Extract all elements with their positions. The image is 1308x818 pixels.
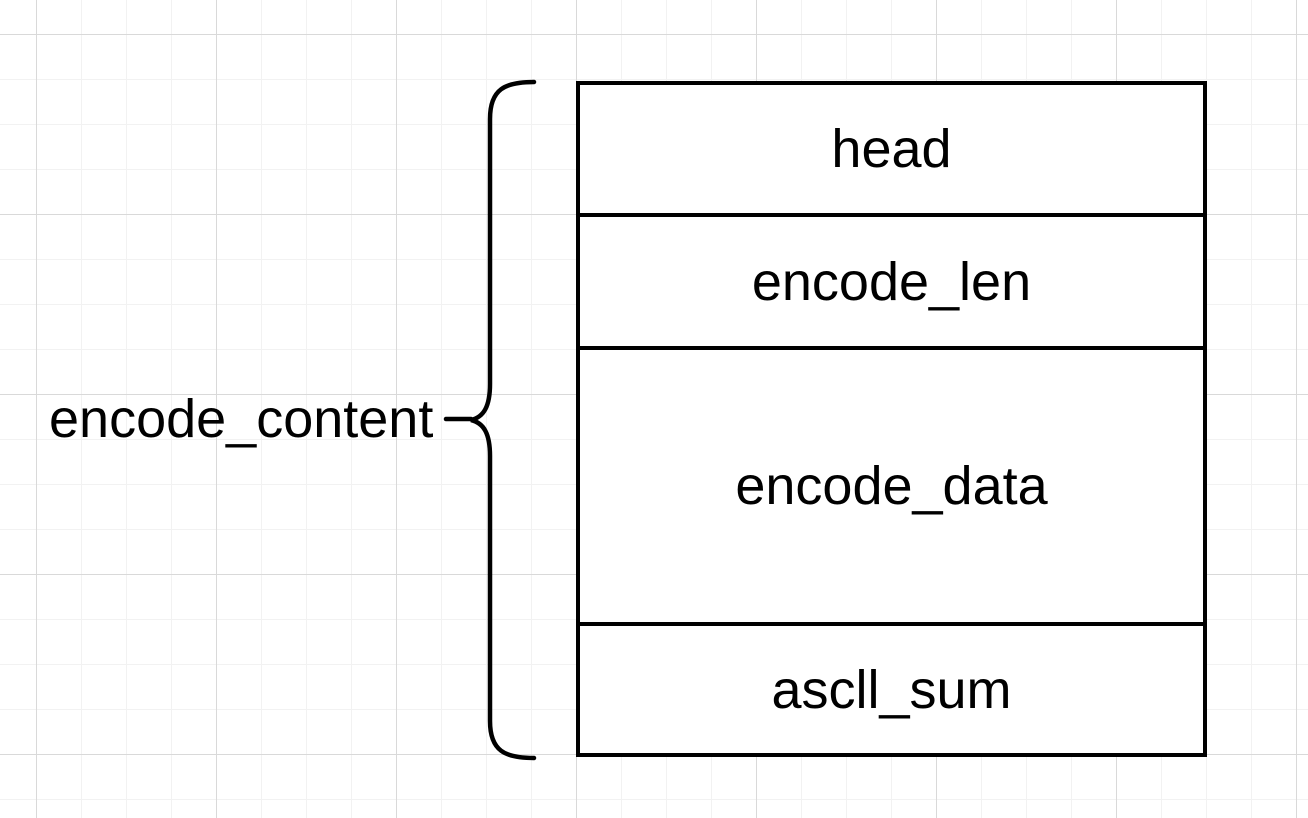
struct-row-encode-data: encode_data [580, 346, 1203, 622]
struct-box: head encode_len encode_data ascll_sum [576, 81, 1207, 757]
struct-row-encode-len: encode_len [580, 213, 1203, 346]
struct-row-head: head [831, 119, 952, 179]
brace-label: encode_content [49, 389, 434, 449]
struct-row-ascll-sum: ascll_sum [580, 622, 1203, 753]
curly-brace-path [470, 79, 537, 761]
